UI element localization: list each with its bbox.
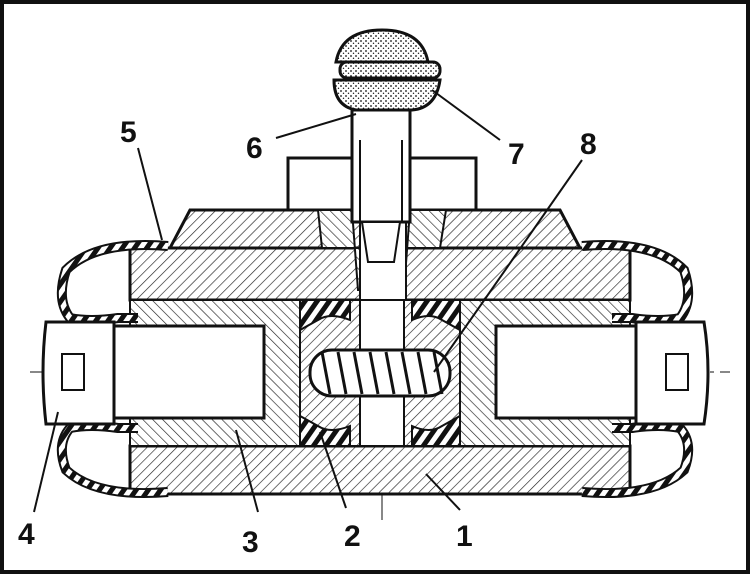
callout-7: 7 [508,138,525,171]
seal-bottom-right [411,414,461,447]
bleeder-cap-ring [338,60,442,80]
bleeder-tip [360,221,402,263]
callout-3: 3 [242,526,259,559]
bleeder-cap-base [332,78,442,112]
seal-top-right [411,299,461,332]
right-push-rod-slot [665,353,689,391]
leader-4 [33,411,59,513]
leader-3 [235,429,259,513]
leader-5 [137,147,163,241]
leader-2 [319,431,347,509]
cylinder-body-bottom [128,444,632,496]
callout-6: 6 [246,132,263,165]
callout-8: 8 [580,128,597,161]
seal-bottom-left [299,414,351,447]
seal-top-left [299,299,351,332]
left-piston [110,324,266,420]
right-boot-bottom-inner [581,423,692,497]
leader-6 [275,113,357,139]
callout-5: 5 [120,116,137,149]
leader-8 [433,159,583,373]
spring-coils [320,351,444,395]
callout-1: 1 [456,520,473,553]
callout-2: 2 [344,520,361,553]
spring-outline [308,348,452,398]
left-push-rod-slot [61,353,85,391]
left-boot-bottom-inner [58,423,169,497]
callout-4: 4 [18,518,35,551]
leader-1 [425,473,461,511]
right-boot-top-inner [581,242,692,323]
left-boot-top-inner [58,242,169,323]
right-piston [494,324,650,420]
bleeder-cap-dome [334,28,430,64]
leader-7 [431,89,501,141]
